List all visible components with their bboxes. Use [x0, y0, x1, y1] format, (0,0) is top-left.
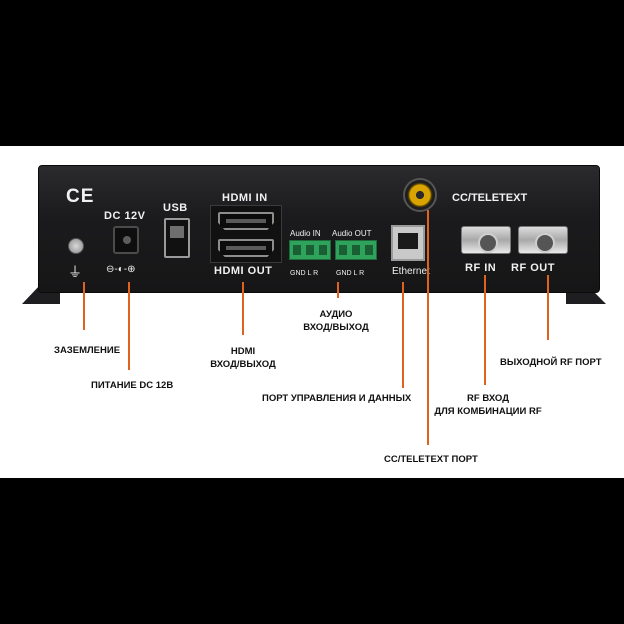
- audio-out-terminal: [335, 240, 377, 260]
- audio-callout-line1: АУДИО: [319, 309, 353, 320]
- hdmi-out-port: [218, 239, 274, 257]
- audio-in-label: Audio IN: [290, 229, 321, 238]
- hdmi-in-label: HDMI IN: [222, 192, 268, 204]
- dc-power-jack: [113, 226, 139, 254]
- hdmi-port-block: [210, 205, 282, 263]
- dc-12v-label: DC 12V: [104, 210, 146, 222]
- cc-teletext-label: CC/TELETEXT: [452, 192, 528, 204]
- rf-in-callout: RF ВХОД ДЛЯ КОМБИНАЦИИ RF: [432, 392, 544, 418]
- rf-out-callout: ВЫХОДНОЙ RF ПОРТ: [500, 357, 602, 368]
- rf-out-label: RF OUT: [511, 262, 555, 274]
- cc-teletext-rca-port: [403, 178, 437, 212]
- cc-port-callout: CC/TELETEXT ПОРТ: [384, 454, 478, 465]
- ce-mark: CE: [66, 186, 95, 207]
- audio-out-label: Audio OUT: [332, 229, 372, 238]
- rf-in-connector: [461, 226, 511, 254]
- usb-label: USB: [163, 202, 188, 214]
- hdmi-callout-line2: ВХОД/ВЫХОД: [210, 359, 276, 370]
- rf-out-connector: [518, 226, 568, 254]
- audio-in-terminal: [289, 240, 331, 260]
- rf-in-callout-line1: RF ВХОД: [467, 393, 509, 404]
- audio-callout: АУДИО ВХОД/ВЫХОД: [296, 308, 376, 334]
- control-port-callout: ПОРТ УПРАВЛЕНИЯ И ДАННЫХ: [262, 393, 412, 404]
- power-callout: ПИТАНИЕ DC 12В: [91, 380, 174, 391]
- hdmi-in-port: [218, 212, 274, 230]
- ground-screw: [68, 238, 84, 254]
- audio-callout-line2: ВХОД/ВЫХОД: [303, 322, 369, 333]
- usb-port: [164, 218, 190, 258]
- ethernet-port: [391, 225, 425, 261]
- rf-in-callout-line2: ДЛЯ КОМБИНАЦИИ RF: [434, 406, 542, 417]
- ground-symbol: ⏚: [68, 264, 82, 280]
- polarity-symbol: ⊖-◐-⊕: [106, 264, 136, 275]
- hdmi-out-label: HDMI OUT: [214, 265, 273, 277]
- audio-out-pins: GND L R: [336, 270, 365, 277]
- ethernet-label: Ethernet: [392, 266, 430, 277]
- rf-in-label: RF IN: [465, 262, 497, 274]
- ground-callout: ЗАЗЕМЛЕНИЕ: [54, 345, 121, 356]
- audio-in-pins: GND L R: [290, 270, 319, 277]
- hdmi-callout: HDMI ВХОД/ВЫХОД: [208, 345, 278, 371]
- hdmi-callout-line1: HDMI: [230, 346, 256, 357]
